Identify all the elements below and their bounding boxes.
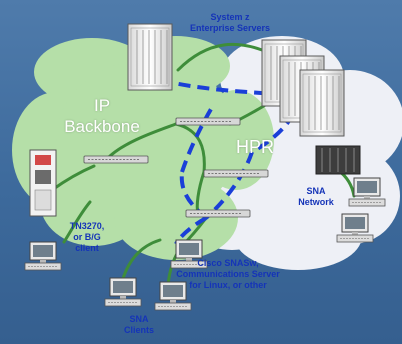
- mainframe-icon: [127, 23, 173, 91]
- tn3270-line1: TN3270,: [69, 221, 105, 231]
- tower-server-icon: [29, 149, 57, 217]
- system-z-line2: Enterprise Servers: [189, 23, 271, 33]
- sna-clients-line2: Clients: [123, 325, 154, 335]
- snasw-line1: Cisco SNASw,: [197, 258, 259, 268]
- system-z-label: System z Enterprise Servers: [170, 12, 290, 34]
- snasw-line2: Communications Server: [176, 269, 280, 279]
- ip-backbone-line1: IP: [93, 96, 111, 115]
- terminal-icon: [315, 145, 361, 175]
- mainframe-icon: [299, 69, 345, 137]
- router-icon: [83, 155, 149, 164]
- router-icon: [175, 117, 241, 126]
- tn3270-label: TN3270, or B/G client: [52, 221, 122, 254]
- router-icon: [203, 169, 269, 178]
- sna-clients-label: SNA Clients: [116, 314, 162, 336]
- snasw-label: Cisco SNASw, Communications Server for L…: [165, 258, 291, 291]
- ip-backbone-label: IP Backbone: [52, 95, 152, 137]
- tn3270-line3: client: [75, 243, 99, 253]
- hpr-label: HPR: [236, 137, 275, 157]
- sna-network-line1: SNA: [306, 186, 326, 196]
- tn3270-line2: or B/G: [73, 232, 101, 242]
- snasw-line3: for Linux, or other: [189, 280, 267, 290]
- sna-network-label: SNA Network: [286, 186, 346, 208]
- workstation-icon: [348, 177, 386, 207]
- workstation-icon: [336, 213, 374, 243]
- sna-network-line2: Network: [298, 197, 334, 207]
- ip-backbone-line2: Backbone: [64, 117, 140, 136]
- system-z-line1: System z: [210, 12, 250, 22]
- sna-clients-line1: SNA: [129, 314, 149, 324]
- workstation-icon: [104, 277, 142, 307]
- router-icon: [185, 209, 251, 218]
